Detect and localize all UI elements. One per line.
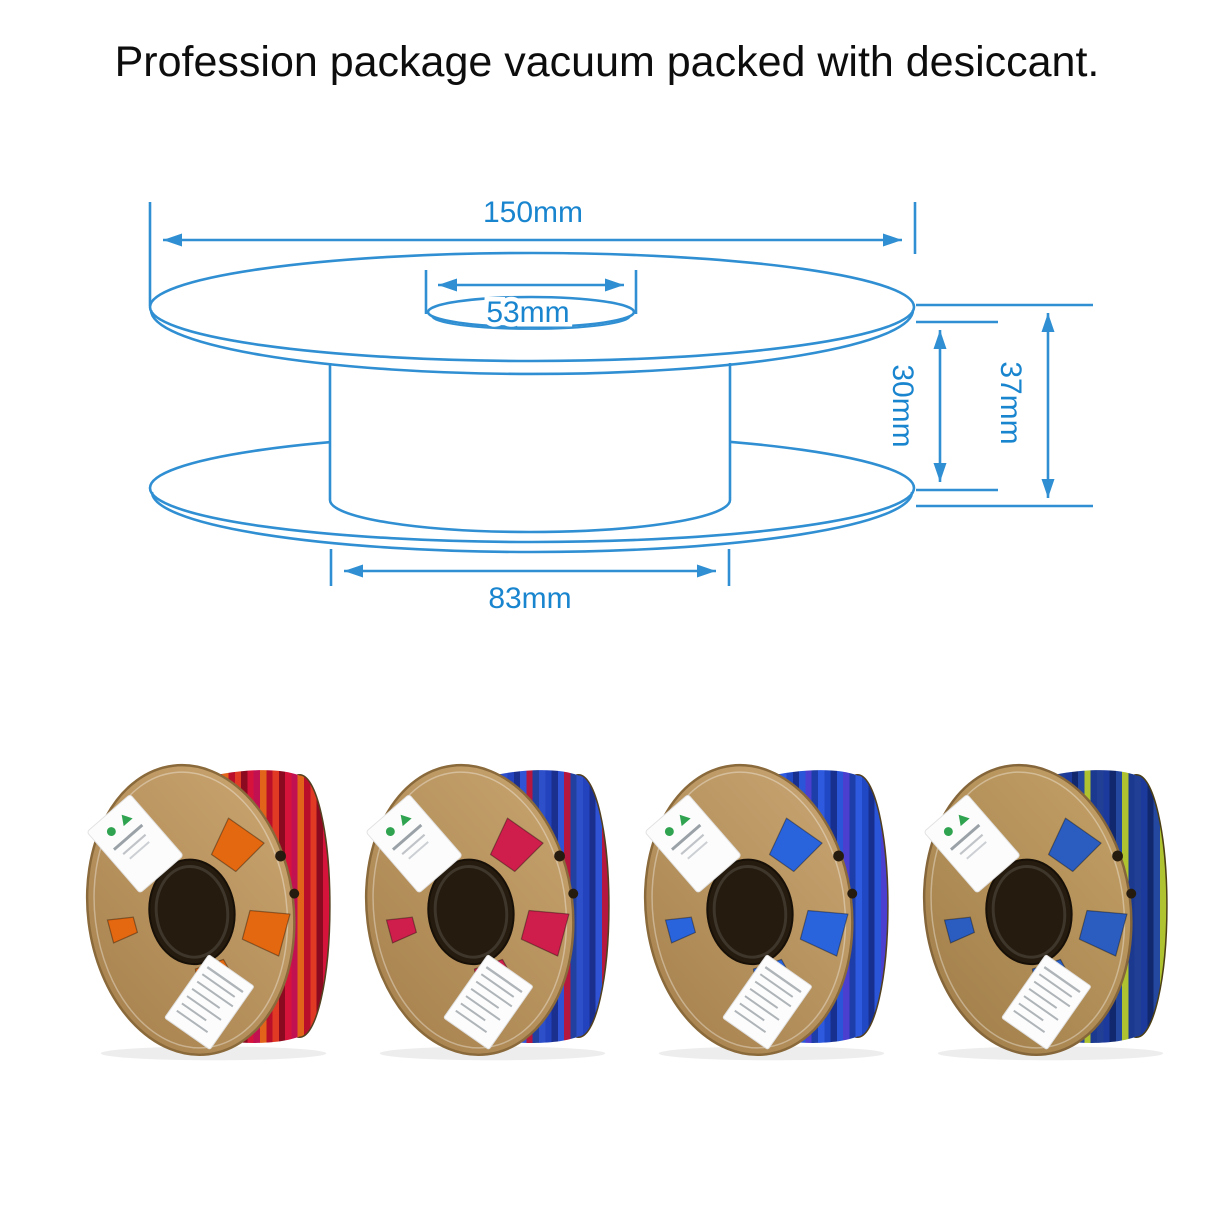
barrel-bottom-arc	[328, 499, 732, 534]
spec-text-line	[1043, 966, 1081, 994]
spool-illustration	[85, 763, 331, 1061]
spool-window-cutout	[241, 909, 291, 957]
sprout-icon	[106, 827, 116, 836]
spool-dimension-diagram: 150mm 53mm 83mm 30mm 37mm	[148, 196, 1093, 615]
brand-label	[645, 795, 741, 893]
recycle-icon	[400, 814, 412, 827]
spool-photo-3	[638, 752, 903, 1066]
dimension-150mm: 150mm	[148, 196, 917, 306]
spool-photo-1	[80, 752, 345, 1066]
brand-text-line	[949, 823, 981, 851]
dimension-53mm: 53mm	[424, 270, 638, 334]
sprout-icon	[943, 827, 953, 836]
spec-text-line	[485, 966, 523, 994]
spec-label	[164, 954, 254, 1050]
spool-window-cutout	[768, 817, 823, 873]
spool-window-cutout	[520, 909, 570, 957]
spool-window-cutout	[799, 909, 849, 957]
spool-illustration	[643, 763, 889, 1061]
center-hole-lip-arc	[431, 315, 631, 330]
spec-label	[722, 954, 812, 1050]
spool-pin-hole	[554, 850, 566, 862]
bottom-flange-thickness-arc	[150, 491, 914, 554]
spool-window-cutout	[210, 817, 265, 873]
recycle-icon	[679, 814, 691, 827]
center-hole	[148, 858, 236, 966]
brand-text-line	[391, 823, 423, 851]
spec-text-line	[206, 966, 244, 994]
spool-pin-hole	[847, 888, 858, 899]
spec-label	[1001, 954, 1091, 1050]
center-hole	[706, 858, 794, 966]
spool-window-cutout	[664, 916, 697, 944]
spool-pin-hole	[568, 888, 579, 899]
sprout-icon	[385, 827, 395, 836]
spec-label	[443, 954, 533, 1050]
spool-pin-hole	[289, 888, 300, 899]
spool-window-cutout	[489, 817, 544, 873]
spool-photo-2	[359, 752, 624, 1066]
spool-pin-hole	[833, 850, 845, 862]
spool-gallery	[0, 752, 1214, 1070]
top-flange-thickness-arc	[149, 309, 915, 376]
center-hole	[985, 858, 1073, 966]
recycle-icon	[958, 814, 970, 827]
spool-pin-hole	[1126, 888, 1137, 899]
spool-illustration	[364, 763, 610, 1061]
spool-window-cutout	[385, 916, 418, 944]
dimension-83mm: 83mm	[329, 549, 731, 615]
dimension-30mm-37mm: 30mm 37mm	[886, 303, 1093, 508]
brand-label	[924, 795, 1020, 893]
spool-photo-4	[917, 752, 1182, 1066]
spool-pin-hole	[275, 850, 287, 862]
recycle-icon	[121, 814, 133, 827]
spool-pin-hole	[1112, 850, 1124, 862]
spool-outline	[148, 251, 916, 554]
spool-window-cutout	[943, 916, 976, 944]
brand-label	[366, 795, 462, 893]
spool-window-cutout	[106, 916, 139, 944]
front-flange	[85, 763, 300, 1057]
front-flange	[922, 763, 1137, 1057]
dimension-label-150mm: 150mm	[483, 196, 583, 229]
brand-label	[87, 795, 183, 893]
spool-window-cutout	[1078, 909, 1128, 957]
spec-text-line	[764, 966, 802, 994]
dimension-label-53mm: 53mm	[486, 296, 569, 329]
dimension-label-83mm: 83mm	[488, 582, 571, 615]
spool-illustration	[922, 763, 1168, 1061]
center-hole-ellipse	[426, 295, 636, 329]
page-title: Profession package vacuum packed with de…	[114, 38, 1100, 86]
brand-text-line	[670, 823, 702, 851]
dimension-label-37mm: 37mm	[994, 361, 1027, 444]
front-flange	[643, 763, 858, 1057]
center-hole	[427, 858, 515, 966]
spool-window-cutout	[1047, 817, 1102, 873]
sprout-icon	[664, 827, 674, 836]
front-flange	[364, 763, 579, 1057]
barrel-fill	[330, 360, 730, 532]
dimension-label-30mm: 30mm	[886, 364, 919, 447]
brand-text-line	[112, 823, 144, 851]
